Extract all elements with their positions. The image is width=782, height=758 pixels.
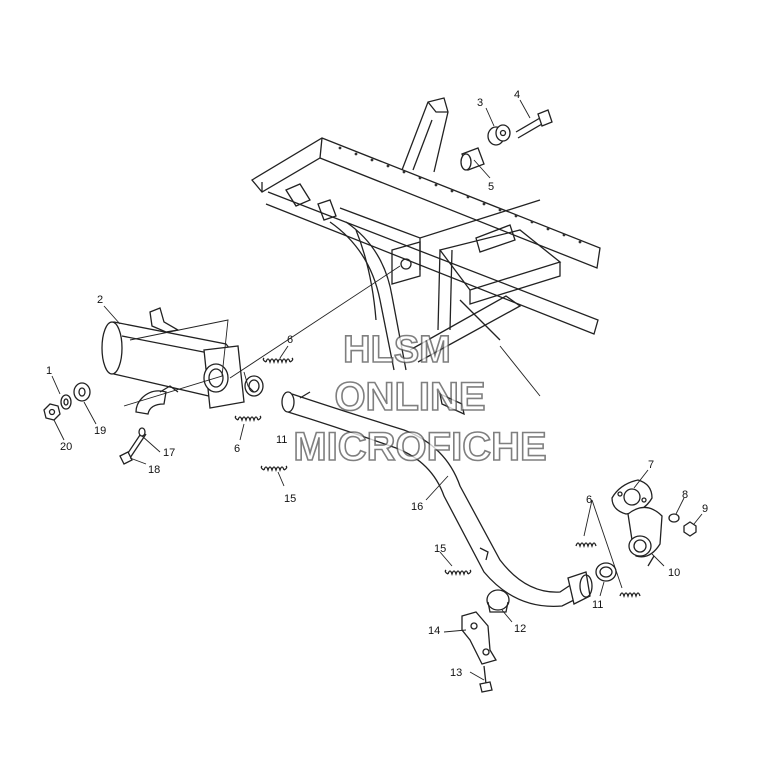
spring-15-mid (260, 465, 288, 473)
callout-15b: 15 (434, 543, 446, 555)
callout-14: 14 (428, 625, 440, 637)
callout-15a: 15 (284, 493, 296, 505)
callout-labels: 1 2 3 4 5 6 6 6 7 8 9 10 11 11 12 13 14 … (46, 89, 708, 679)
callout-1: 1 (46, 365, 52, 377)
washer-8 (668, 513, 680, 523)
gasket-7 (611, 479, 653, 515)
watermark-line-3: MICROFICHE (293, 425, 546, 469)
nut-9 (683, 521, 697, 537)
callout-20: 20 (60, 441, 72, 453)
callout-8: 8 (682, 489, 688, 501)
callout-13: 13 (450, 667, 462, 679)
spring-15-low (444, 569, 472, 577)
callout-6c: 6 (586, 494, 592, 506)
grommet-12 (486, 589, 510, 613)
callout-7: 7 (648, 459, 654, 471)
callout-11b: 11 (592, 599, 603, 611)
callout-3: 3 (477, 97, 483, 109)
spacer-3 (487, 124, 511, 146)
watermark-line-2: ONLINE (334, 375, 485, 419)
gasket-11-right (595, 562, 617, 582)
callout-11a: 11 (276, 434, 287, 446)
spring-6-mid (234, 415, 262, 423)
callout-6b: 6 (234, 443, 240, 455)
callout-12: 12 (514, 623, 526, 635)
bolt-4 (515, 109, 553, 139)
spring-6-right-a (575, 542, 597, 549)
callout-2: 2 (97, 294, 103, 306)
exhaust-pipe-16 (281, 391, 593, 608)
frame-assembly (251, 97, 601, 416)
callout-5: 5 (488, 181, 494, 193)
callout-10: 10 (668, 567, 680, 579)
grommet-19 (73, 382, 91, 402)
callout-16: 16 (411, 501, 423, 513)
callout-9: 9 (702, 503, 708, 515)
callout-6a: 6 (287, 334, 293, 346)
callout-18: 18 (148, 464, 160, 476)
bolt-13 (479, 665, 493, 693)
spring-6-top (262, 357, 294, 365)
washer-17 (138, 427, 146, 437)
muffler-2 (101, 307, 245, 415)
bolt-18 (119, 431, 147, 465)
leader-lines (51, 99, 703, 681)
washer-1 (60, 394, 72, 410)
callout-4: 4 (514, 89, 520, 101)
bracket-14 (461, 611, 497, 665)
manifold-10 (627, 506, 663, 567)
gasket-11-left (244, 375, 264, 397)
spring-6-right-b (619, 592, 641, 599)
nut-20 (43, 403, 61, 421)
callout-19: 19 (94, 425, 106, 437)
watermark: HLSM ONLINE MICROFICHE (293, 328, 548, 470)
callout-17: 17 (163, 447, 175, 459)
watermark-line-1: HLSM (343, 329, 451, 371)
